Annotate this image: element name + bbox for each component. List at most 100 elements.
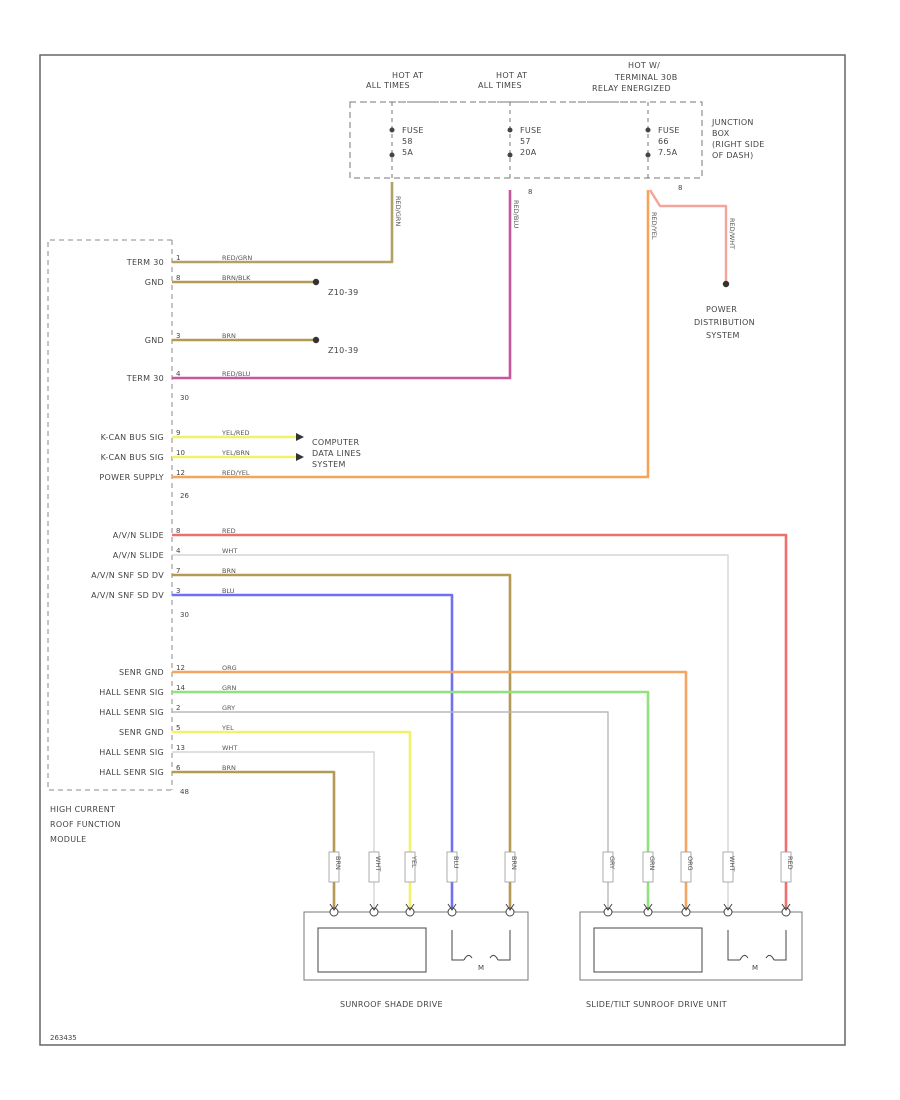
shade-drive-name: SUNROOF SHADE DRIVE <box>340 1000 443 1009</box>
feed-3-line2: TERMINAL 30B <box>614 73 678 82</box>
wire-label-fuse66: RED/YEL <box>650 212 658 240</box>
slide-pin <box>781 907 791 917</box>
diagram-code: 263435 <box>50 1034 77 1042</box>
slide-wire-color: GRY <box>608 856 616 869</box>
slide-pin-mark <box>681 903 691 911</box>
wire-shade-blu <box>172 593 454 910</box>
module-wire-color: BLU <box>222 587 235 595</box>
module-pin-number: 3 <box>176 587 180 595</box>
module-pin-label: SENR GND <box>119 668 164 677</box>
module-pin-number: 6 <box>176 764 181 772</box>
module-pin-number: 2 <box>176 704 180 712</box>
module-pin-label: A/V/N SLIDE <box>113 531 164 540</box>
wire-slide-org <box>172 670 688 910</box>
module-name-1: HIGH CURRENT <box>50 805 115 814</box>
slide-wire-color: WHT <box>728 856 736 871</box>
wire-slide-red <box>172 533 788 910</box>
shade-pin-mark <box>369 903 379 911</box>
svg-text:57: 57 <box>520 137 531 146</box>
svg-text:5A: 5A <box>402 148 413 157</box>
connector-number: 8 <box>528 188 532 196</box>
slide-wire-sleeve <box>680 851 692 883</box>
slide-pin-mark <box>643 903 653 911</box>
computer-ref-1: COMPUTER <box>312 438 360 447</box>
power-distribution-point <box>722 280 730 288</box>
shade-pin <box>369 907 379 917</box>
junction-box-title-3: (RIGHT SIDE <box>712 140 765 149</box>
module-pin-label: TERM 30 <box>126 374 164 383</box>
module-pin-label: HALL SENR SIG <box>99 768 164 777</box>
module-pin-label: HALL SENR SIG <box>99 708 164 717</box>
module-name-3: MODULE <box>50 835 87 844</box>
module-wire-color: BRN <box>222 332 236 340</box>
shade-pin-mark <box>329 903 339 911</box>
fuse-58: FUSE 58 5A <box>389 102 424 178</box>
module-pin-number: 7 <box>176 567 180 575</box>
feed-3-line1: HOT W/ <box>628 61 660 70</box>
shade-pin <box>329 907 339 917</box>
junction-box-title-2: BOX <box>712 129 730 138</box>
fuse-57: FUSE 57 20A <box>507 102 542 178</box>
wire-shade-brn-2 <box>172 770 336 910</box>
svg-text:FUSE: FUSE <box>402 126 424 135</box>
module-pin-label: K-CAN BUS SIG <box>101 453 164 462</box>
module-wire-color: GRY <box>222 704 235 712</box>
arrow-head <box>296 453 304 461</box>
module-pin-number: 4 <box>176 547 181 555</box>
wire-slide-wht <box>172 554 729 910</box>
wire-label-fuse58: RED/GRN <box>394 196 402 226</box>
computer-ref-3: SYSTEM <box>312 460 346 469</box>
svg-text:FUSE: FUSE <box>520 126 542 135</box>
slide-wire-sleeve <box>642 851 654 883</box>
module-pin-label: SENR GND <box>119 728 164 737</box>
wire-label-fuse57: RED/BLU <box>512 200 520 229</box>
power-dist-2: DISTRIBUTION <box>694 318 755 327</box>
module-pin-number: 10 <box>176 449 185 457</box>
slide-pin <box>723 907 733 917</box>
module-pin-number: 8 <box>176 274 180 282</box>
module-pin-label: POWER SUPPLY <box>99 473 164 482</box>
shade-wire-color: BRN <box>334 856 342 870</box>
feed-1-line2: ALL TIMES <box>366 81 410 90</box>
slide-pin-mark <box>723 903 733 911</box>
module-pin-number: 1 <box>176 254 180 262</box>
feed-1-line1: HOT AT <box>392 71 423 80</box>
svg-text:7.5A: 7.5A <box>658 148 678 157</box>
module-wire-color: WHT <box>222 547 237 555</box>
module-pin-label: A/V/N SNF SD DV <box>91 571 164 580</box>
wire-slide-grn <box>172 690 650 910</box>
shade-wire-color: YEL <box>410 855 418 868</box>
slide-pin <box>603 907 613 917</box>
shade-wire-color: BRN <box>510 856 518 870</box>
slide-wire-color: ORG <box>686 856 694 871</box>
module-pin-number: 8 <box>176 527 180 535</box>
module-pin-label: HALL SENR SIG <box>99 688 164 697</box>
slide-wire-sleeve <box>602 851 614 883</box>
module-wire-color: ORG <box>222 664 237 672</box>
module-name-2: ROOF FUNCTION <box>50 820 121 829</box>
shade-pin <box>505 907 515 917</box>
module-pin-label: GND <box>145 336 164 345</box>
module-pin-label: A/V/N SNF SD DV <box>91 591 164 600</box>
slide-drive-name: SLIDE/TILT SUNROOF DRIVE UNIT <box>586 1000 727 1009</box>
module-wire-color: WHT <box>222 744 237 752</box>
module-wire-color: RED/YEL <box>222 469 250 477</box>
module-wire-color: RED <box>222 527 236 535</box>
module-pin-label: A/V/N SLIDE <box>113 551 164 560</box>
shade-wire-sleeve <box>328 851 340 883</box>
shade-pin <box>447 907 457 917</box>
module-pin-label: GND <box>145 278 164 287</box>
sunroof-shade-drive: M SUNROOF SHADE DRIVE <box>303 911 529 1009</box>
ground-point <box>312 336 320 344</box>
module-pin-number: 9 <box>176 429 180 437</box>
connector-number: 8 <box>678 184 682 192</box>
module-wire-color: YEL/BRN <box>221 449 250 457</box>
feed-2-line2: ALL TIMES <box>478 81 522 90</box>
shade-wire-color: WHT <box>374 856 382 871</box>
motor-symbol: M <box>752 964 758 972</box>
wire-shade-brn <box>172 573 512 910</box>
module-wire-color: BRN/BLK <box>222 274 251 282</box>
module-pin-number: 14 <box>176 684 185 692</box>
